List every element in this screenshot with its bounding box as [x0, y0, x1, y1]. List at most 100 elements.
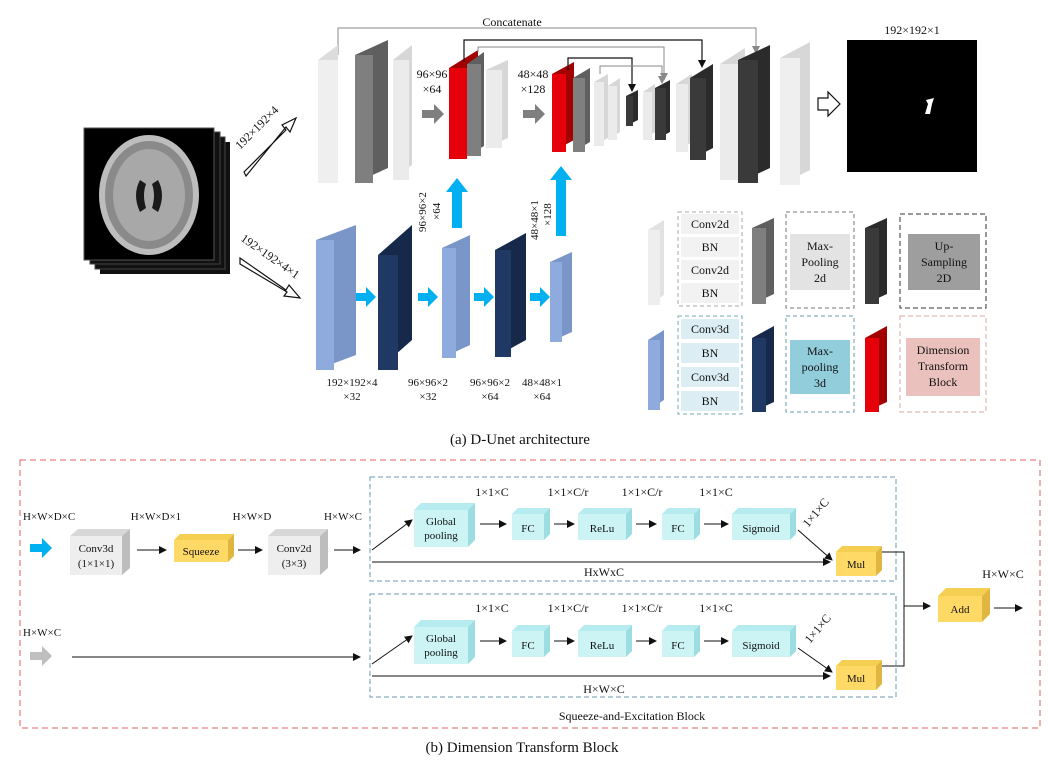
skip-connections: [463, 39, 706, 92]
input-3d-dims: 192×192×4×1: [238, 231, 302, 282]
hollow-arrow-3d: [239, 256, 302, 299]
se-frame-2: [369, 593, 897, 698]
mul-label-1: Mul: [847, 559, 865, 571]
se2-dim-2: 1×1×C/r: [548, 601, 589, 615]
b3-ch: ×64: [481, 391, 499, 403]
legend-mp3d-3: 3d: [814, 376, 826, 390]
legend-bn-3: BN: [702, 346, 719, 360]
se1-dim-1: 1×1×C: [475, 485, 509, 499]
se2-global-block: [414, 620, 475, 664]
b2-ch: ×32: [419, 391, 436, 403]
concatenate-label: Concatenate: [482, 15, 541, 29]
se2-dim-1: 1×1×C: [475, 601, 509, 615]
legend-dtb-2: Transform: [918, 359, 969, 373]
se2-hwc: H×W×C: [583, 682, 625, 696]
legend-mp2d-2: Pooling: [801, 255, 838, 269]
legend-bn-1: BN: [702, 240, 719, 254]
up2-dims: 48×48×1: [529, 200, 541, 240]
dtb-frame: [19, 459, 1041, 729]
legend-mp3d-2: pooling: [802, 360, 839, 374]
legend-conv2d-1: Conv2d: [691, 217, 729, 231]
se2-global-1: Global: [426, 633, 456, 645]
se1-fc2-block: [662, 508, 700, 540]
arrow-mul2-add: [882, 606, 905, 667]
in2-label: H×W×C: [23, 627, 61, 639]
legend-mp3d-1: Max-: [807, 344, 833, 358]
concatenate-skip: [337, 27, 760, 55]
gray-pool-arrows: [422, 104, 545, 124]
conv3d-block: [70, 529, 130, 575]
b2-dims: 96×96×2: [408, 377, 448, 389]
in1-label: H×W×D×C: [23, 511, 75, 523]
se2-relu-block: [578, 625, 632, 657]
se2-fc2-block: [662, 625, 700, 657]
se2-global-2: pooling: [424, 647, 458, 659]
b1-ch: ×32: [343, 391, 360, 403]
l1-dims: 96×96: [417, 67, 448, 81]
se2-sigmoid-label: Sigmoid: [742, 640, 780, 652]
conv2d-label-1: Conv2d: [277, 543, 312, 555]
se1-fc1-block: [512, 508, 550, 540]
caption-a: (a) D-Unet architecture: [450, 432, 590, 448]
se2-fc2-label: FC: [671, 640, 684, 652]
arrow-se1-in: [371, 519, 413, 551]
legend-conv2d-2: Conv2d: [691, 263, 729, 277]
se1-dim-4: 1×1×C: [699, 485, 733, 499]
up2-ch: ×128: [542, 203, 554, 226]
up1-ch: ×64: [431, 202, 443, 220]
legend-up-2: Sampling: [921, 255, 967, 269]
l2-dims: 48×48: [518, 67, 549, 81]
add-block: [938, 588, 990, 622]
mul-block-1: [836, 546, 882, 576]
arrow-mul1-add: [882, 551, 931, 610]
l1-ch: ×64: [423, 82, 442, 96]
mul-label-2: Mul: [847, 673, 865, 685]
se1-global-1: Global: [426, 516, 456, 528]
hwc1-label: H×W×C: [324, 511, 362, 523]
mul-block-2: [836, 660, 882, 690]
output-arrow: [817, 90, 841, 118]
legend-mp2d-1: Max-: [807, 239, 833, 253]
se2-relu-label: ReLu: [590, 640, 615, 652]
hollow-arrow-2d: [243, 116, 298, 178]
se2-fc1-block: [512, 625, 550, 657]
conv3d-label-2: (1×1×1): [78, 558, 115, 570]
se2-fc1-label: FC: [521, 640, 534, 652]
legend-bn-2: BN: [702, 286, 719, 300]
se2-dim-3: 1×1×C/r: [622, 601, 663, 615]
conv3d-label-1: Conv3d: [79, 543, 114, 555]
caption-b: (b) Dimension Transform Block: [426, 740, 619, 756]
legend-up-1: Up-: [935, 239, 954, 253]
se1-relu-block: [578, 508, 632, 540]
up1-dims: 96×96×2: [417, 192, 429, 232]
arrow-se2-sig-mul: [797, 647, 833, 673]
l2-ch: ×128: [521, 82, 546, 96]
input-2d-dims: 192×192×4: [232, 103, 281, 152]
legend-dtb-3: Block: [929, 375, 958, 389]
legend: [648, 211, 987, 415]
legend-dtb-1: Dimension: [917, 343, 970, 357]
arrow-se1-sig-mul: [797, 529, 833, 561]
se1-hxwxc: HxWxC: [584, 565, 624, 579]
se2-sigmoid-block: [732, 625, 796, 657]
se1-sigmoid-block: [732, 508, 796, 540]
se-frame-1: [369, 476, 897, 582]
legend-conv3d-2: Conv3d: [691, 370, 729, 384]
se1-global-block: [414, 503, 475, 547]
arrow-se2-in: [371, 635, 413, 665]
b1-dims: 192×192×4: [327, 377, 378, 389]
se-block-label: Squeeze-and-Excitation Block: [559, 709, 705, 723]
legend-mp2d-3: 2d: [814, 271, 826, 285]
unet-2d-blocks: [318, 40, 810, 185]
b4-ch: ×64: [533, 391, 551, 403]
conv2d-label-2: (3×3): [282, 558, 307, 570]
se1-fc2-label: FC: [671, 523, 684, 535]
se1-global-2: pooling: [424, 530, 458, 542]
se1-fc1-label: FC: [521, 523, 534, 535]
cyan-up-arrows: [446, 166, 572, 236]
legend-bn-4: BN: [702, 394, 719, 408]
legend-up-3: 2D: [937, 271, 952, 285]
se2-diag-dim: 1×1×C: [802, 611, 834, 646]
se1-dim-2: 1×1×C/r: [548, 485, 589, 499]
